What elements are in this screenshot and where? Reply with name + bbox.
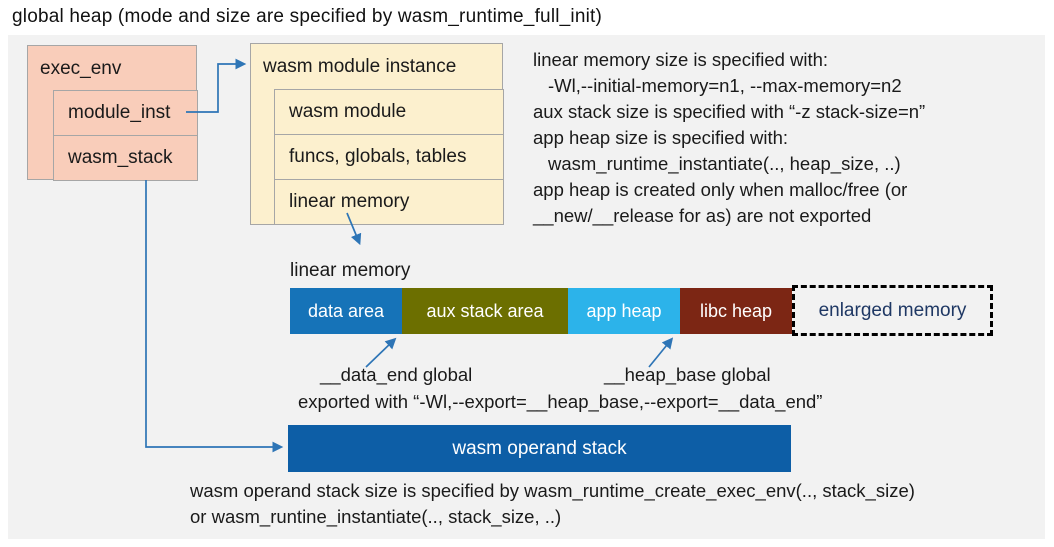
- note-line: linear memory size is specified with:: [533, 49, 829, 70]
- note-line: __new/__release for as) are not exported: [533, 205, 872, 226]
- exec-env-box: exec_env module_inst wasm_stack: [27, 45, 198, 181]
- memory-size-notes: linear memory size is specified with: -W…: [533, 47, 1038, 229]
- exec-env-header: exec_env: [40, 57, 122, 79]
- note-line: app heap is created only when malloc/fre…: [533, 179, 908, 200]
- segment-app-heap: app heap: [568, 288, 680, 334]
- module-instance-box: wasm module instance wasm module funcs, …: [250, 43, 504, 225]
- segment-aux-stack-area: aux stack area: [402, 288, 568, 334]
- note-line: -Wl,--initial-memory=n1, --max-memory=n2: [548, 75, 902, 96]
- operand-stack-notes: wasm operand stack size is specified by …: [190, 478, 915, 530]
- segment-libc-heap: libc heap: [680, 288, 792, 334]
- heap-base-global-label: __heap_base global: [604, 364, 771, 385]
- linear-memory-label: linear memory: [290, 260, 411, 281]
- diagram-title: global heap (mode and size are specified…: [12, 6, 603, 27]
- module-instance-header: wasm module instance: [263, 56, 457, 77]
- footer-line: or wasm_runtine_instantiate(.., stack_si…: [190, 506, 562, 527]
- module-instance-row-linear-memory: linear memory: [274, 179, 504, 225]
- note-line: aux stack size is specified with “-z sta…: [533, 101, 926, 122]
- exec-env-row-module-inst: module_inst: [53, 90, 198, 136]
- export-flags-label: exported with “-Wl,--export=__heap_base,…: [298, 391, 823, 412]
- segment-enlarged-memory: enlarged memory: [792, 285, 993, 336]
- module-instance-row-wasm-module: wasm module: [274, 89, 504, 135]
- exec-env-row-wasm-stack: wasm_stack: [53, 135, 198, 181]
- wasm-operand-stack-bar: wasm operand stack: [288, 425, 791, 472]
- module-instance-row-funcs-globals-tables: funcs, globals, tables: [274, 134, 504, 180]
- linear-memory-bar: data area aux stack area app heap libc h…: [290, 288, 792, 334]
- segment-data-area: data area: [290, 288, 402, 334]
- footer-line: wasm operand stack size is specified by …: [190, 480, 915, 501]
- note-line: wasm_runtime_instantiate(.., heap_size, …: [548, 153, 901, 174]
- data-end-global-label: __data_end global: [320, 364, 473, 385]
- note-line: app heap size is specified with:: [533, 127, 789, 148]
